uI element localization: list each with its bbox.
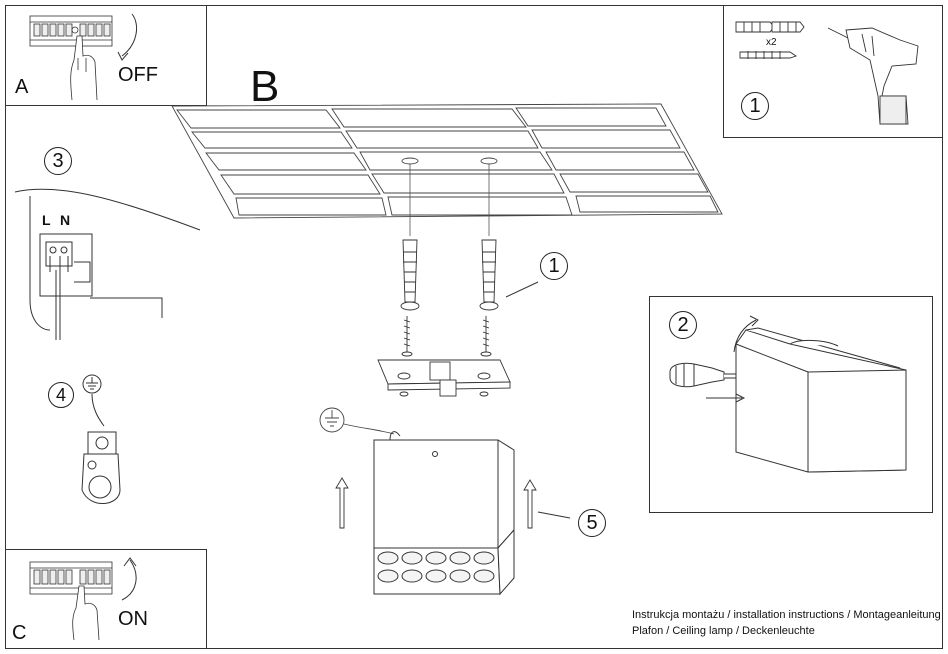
step-number-5: 5 <box>578 509 606 537</box>
ceiling-grid <box>171 103 723 219</box>
kit-box-frame <box>723 5 943 138</box>
arrow-off <box>121 13 138 57</box>
drill-icon <box>827 27 919 125</box>
up-arrows <box>335 477 537 529</box>
guide-lines <box>409 164 490 236</box>
arrow-on <box>121 559 137 601</box>
step-number-2: 2 <box>669 311 697 339</box>
footer-line-1: Instrukcja montażu / installation instru… <box>632 609 941 621</box>
ground-terminal <box>81 374 121 504</box>
wall-box-icon <box>735 327 907 473</box>
terminal-wall-illustration <box>14 188 201 340</box>
step-number-3: 3 <box>44 147 72 175</box>
leader-step5 <box>537 511 571 519</box>
page-frame <box>5 5 943 649</box>
panel-c-frame <box>5 549 207 649</box>
panel-a-letter: A <box>15 76 29 98</box>
kit-quantity: x2 <box>766 37 777 48</box>
rotate-arrow <box>733 319 757 353</box>
off-label: OFF <box>118 64 158 86</box>
on-label: ON <box>118 608 148 630</box>
screws <box>401 316 492 357</box>
mounting-bracket <box>377 359 511 397</box>
leader-step1 <box>505 281 539 298</box>
step-number-1-mount: 1 <box>540 252 568 280</box>
lamp-body <box>373 431 515 596</box>
step-number-4: 4 <box>48 382 74 408</box>
footer-line-2: Plafon / Ceiling lamp / Deckenleuchte <box>632 625 815 637</box>
terminal-live-label: L <box>42 212 51 228</box>
breaker-panel-a <box>29 15 113 101</box>
ground-symbol-main <box>319 407 395 435</box>
breaker-panel-c <box>29 561 113 641</box>
wall-plugs <box>400 239 499 311</box>
terminal-neutral-label: N <box>60 212 71 228</box>
panel-c-letter: C <box>12 622 27 644</box>
panel-b-letter: B <box>250 62 280 111</box>
step2-box-frame <box>649 296 933 513</box>
insert-arrow <box>706 393 746 403</box>
step-number-1-kit: 1 <box>741 92 769 120</box>
kit-wall-plugs-icon <box>735 21 805 59</box>
